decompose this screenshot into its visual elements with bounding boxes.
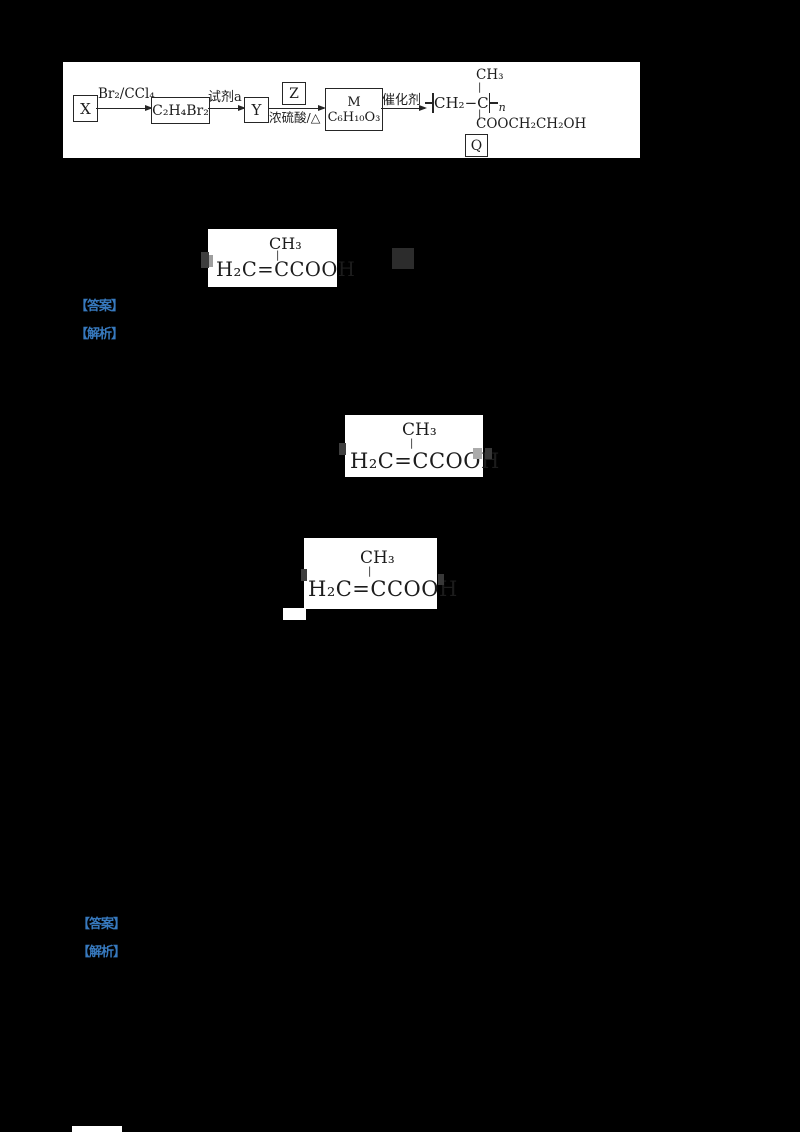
structure-image-fragment	[283, 608, 306, 620]
scheme-box-z-label: Z	[289, 85, 299, 102]
scheme-box-q: Q	[465, 134, 488, 157]
polymer-repeat-unit: CH₂−C n	[425, 93, 506, 113]
analysis-label: 【解析】	[75, 327, 124, 342]
scheme-box-q-label: Q	[470, 137, 483, 154]
scheme-box-y-label: Y	[251, 101, 262, 119]
scheme-box-y: Y	[244, 97, 269, 123]
scheme-step2-reagent-label: 试剂a	[208, 90, 242, 105]
structure-bond: |	[410, 438, 414, 449]
polymer-right-bracket-icon	[488, 93, 498, 113]
methacrylic-acid-structure-image: CH₃ | H₂C=CCOOH	[345, 415, 499, 477]
structure-formula: H₂C=CCOOH	[216, 258, 356, 281]
remnant-mark	[209, 255, 213, 267]
arrow-icon	[381, 104, 427, 111]
remnant-mark	[473, 448, 482, 459]
remnant-mark	[201, 252, 209, 268]
structure-methyl-group: CH₃	[269, 234, 302, 253]
structure-bond: |	[368, 566, 372, 577]
arrow-icon	[268, 104, 326, 111]
reaction-scheme-image: X Br₂/CCl₄ C₂H₄Br₂ 试剂a Y Z 浓硫酸/△ M C₆H₁₀…	[63, 62, 640, 158]
structure-methyl-group: CH₃	[402, 420, 437, 440]
answer-label: 【答案】	[77, 917, 126, 932]
scheme-step3-condition-label: 浓硫酸/△	[269, 110, 321, 125]
remnant-mark	[438, 574, 444, 585]
polymer-subscript-n: n	[498, 101, 506, 114]
scheme-box-m-name: M	[347, 94, 361, 110]
structure-methyl-group: CH₃	[360, 548, 395, 568]
cutoff-image-fragment	[72, 1126, 122, 1132]
polymer-bond-top: |	[478, 82, 482, 93]
remnant-mark	[301, 569, 307, 581]
polymer-methyl-group: CH₃	[476, 67, 504, 83]
scheme-box-x-label: X	[80, 99, 91, 118]
polymer-left-bracket-icon	[425, 93, 434, 113]
arrow-icon	[96, 104, 153, 111]
polymer-bond-bottom: |	[478, 109, 482, 120]
structure-formula: H₂C=CCOOH	[350, 449, 500, 473]
polymer-ester-group: COOCH₂CH₂OH	[476, 116, 587, 132]
arrow-icon	[208, 104, 246, 111]
remnant-mark	[485, 448, 492, 459]
structure-formula: H₂C=CCOOH	[308, 577, 458, 601]
structure-bond: |	[276, 250, 280, 261]
remnant-mark	[392, 248, 414, 269]
analysis-label: 【解析】	[77, 945, 126, 960]
scheme-box-dibromoethane: C₂H₄Br₂	[151, 97, 210, 124]
scheme-box-m-formula: C₆H₁₀O₃	[327, 109, 381, 125]
remnant-mark	[339, 443, 346, 455]
scheme-step4-catalyst-label: 催化剂	[382, 93, 422, 108]
scheme-box-x: X	[73, 95, 98, 122]
answer-label: 【答案】	[75, 299, 124, 314]
methacrylic-acid-structure-image: CH₃ | H₂C=CCOOH	[208, 229, 355, 287]
scheme-step1-reagent-label: Br₂/CCl₄	[98, 86, 155, 102]
polymer-unit-formula: CH₂−C	[434, 93, 489, 112]
scheme-box-z: Z	[282, 82, 306, 105]
scheme-box-m: M C₆H₁₀O₃	[325, 88, 383, 131]
scheme-box-dibromoethane-label: C₂H₄Br₂	[152, 102, 209, 119]
methacrylic-acid-structure-image: CH₃ | H₂C=CCOOH	[304, 538, 457, 609]
